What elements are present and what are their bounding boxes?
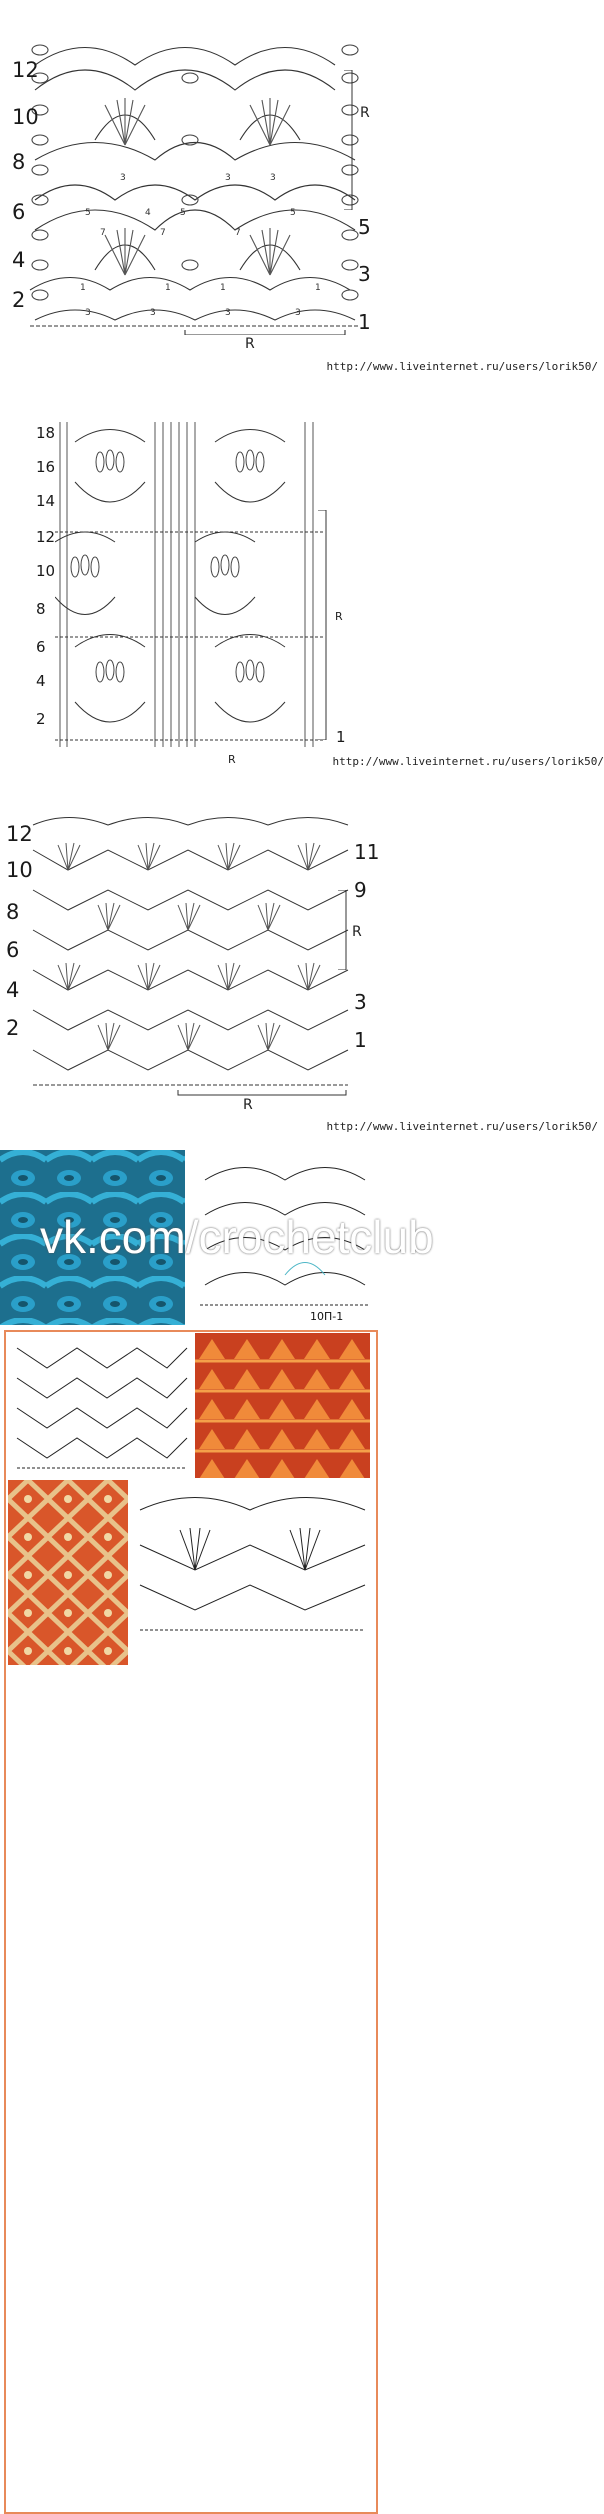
row-number-right: 1: [358, 310, 371, 334]
svg-text:3: 3: [270, 173, 276, 183]
source-url: http://www.liveinternet.ru/users/lorik50…: [332, 755, 604, 768]
row-number: 4: [36, 672, 46, 690]
svg-text:1: 1: [165, 283, 171, 293]
row-number: 2: [12, 288, 26, 312]
svg-text:7: 7: [235, 228, 241, 238]
svg-text:3: 3: [150, 308, 156, 318]
repeat-bracket-side: [344, 70, 353, 210]
crochet-chart-5b: [139, 1497, 366, 1631]
row-number: 8: [36, 600, 46, 618]
repeat-label-side: R: [360, 105, 370, 121]
row-number: 12: [6, 822, 33, 846]
repeat-label: R: [245, 336, 255, 352]
orange-lace-photo: [195, 1333, 370, 1478]
repeat-bracket-side: [338, 890, 347, 970]
row-number: 6: [6, 938, 20, 962]
row-number-right: 5: [358, 215, 371, 239]
photo-panel-5: [0, 1330, 604, 2514]
crochet-chart-3: [32, 817, 349, 1096]
blue-lace-photo: [0, 1150, 185, 1325]
source-url: http://www.liveinternet.ru/users/lorik50…: [326, 360, 598, 373]
row-number: 10: [6, 858, 33, 882]
row-number-right: 1: [354, 1028, 367, 1052]
repeat-bracket-side: [318, 510, 327, 740]
row-number: 8: [12, 150, 26, 174]
svg-text:5: 5: [85, 208, 91, 218]
repeat-label-side: R: [335, 610, 343, 623]
row-number-right: 3: [354, 990, 367, 1014]
svg-text:5: 5: [180, 208, 186, 218]
diagram-panel-2: 18 16 14 12 10 8 6 4 2 1 R R http://www.…: [0, 410, 604, 790]
repeat-label-side: R: [352, 924, 362, 940]
svg-text:4: 4: [145, 208, 151, 218]
row-number: 2: [6, 1016, 20, 1040]
row-number: 18: [36, 424, 56, 442]
watermark: vk.com/crochetclub: [40, 1211, 434, 1263]
repeat-label: R: [243, 1097, 253, 1113]
diagram-panel-3: 12 10 8 6 4 2 11 9 3 1 R R http://www.li…: [0, 800, 604, 1140]
row-number: 6: [36, 638, 46, 656]
svg-text:1: 1: [220, 283, 226, 293]
row-number: 4: [6, 978, 20, 1002]
crochet-chart-5a: [16, 1347, 188, 1469]
repeat-label: R: [228, 753, 236, 766]
orange-lace-pattern: [195, 1333, 370, 1478]
row-number: 16: [36, 458, 56, 476]
svg-text:7: 7: [160, 228, 166, 238]
tan-lace-photo: [8, 1480, 128, 1665]
row-number-right: 9: [354, 878, 367, 902]
chart-caption: 10П-1: [310, 1310, 344, 1323]
svg-text:3: 3: [295, 308, 301, 318]
photo-panel-4: vk.com/crochetclub 10П-1: [0, 1150, 604, 1325]
crochet-chart-2: [55, 422, 325, 747]
svg-text:3: 3: [120, 173, 126, 183]
svg-text:3: 3: [225, 308, 231, 318]
row-number: 14: [36, 492, 56, 510]
svg-text:3: 3: [85, 308, 91, 318]
blue-lace-pattern: [0, 1150, 185, 1325]
row-number: 8: [6, 900, 20, 924]
row-number: 10: [36, 562, 56, 580]
crochet-chart-4: [200, 1167, 370, 1306]
row-number: 12: [12, 58, 39, 82]
svg-text:1: 1: [80, 283, 86, 293]
svg-text:1: 1: [315, 283, 321, 293]
row-number: 6: [12, 200, 26, 224]
row-number: 4: [12, 248, 26, 272]
row-number: 10: [12, 105, 39, 129]
source-url: http://www.liveinternet.ru/users/lorik50…: [326, 1120, 598, 1133]
svg-text:3: 3: [225, 173, 231, 183]
row-number-right: 11: [354, 840, 380, 864]
row-number-right: 3: [358, 262, 371, 286]
svg-text:7: 7: [100, 228, 106, 238]
row-number: 2: [36, 710, 46, 728]
row-number-right: 1: [336, 728, 346, 746]
row-number: 12: [36, 528, 56, 546]
tan-lace-pattern: [8, 1480, 128, 1665]
svg-text:5: 5: [290, 208, 296, 218]
